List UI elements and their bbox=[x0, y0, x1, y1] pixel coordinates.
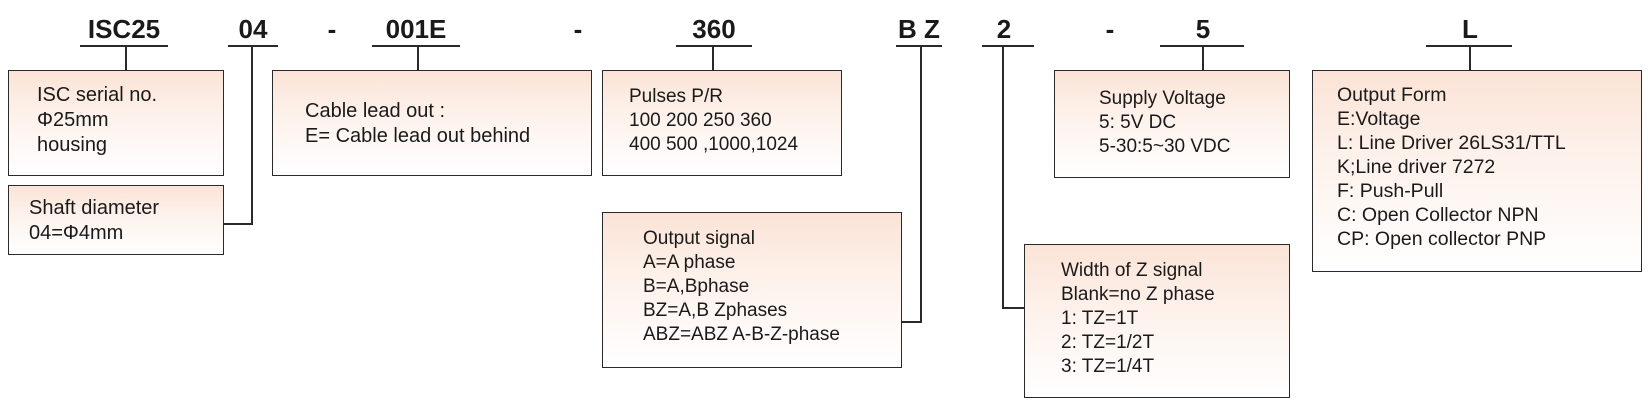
voltage-line: 5-30:5~30 VDC bbox=[1099, 136, 1231, 157]
code-dash-3: - bbox=[1105, 14, 1115, 44]
zwidth-line: Blank=no Z phase bbox=[1061, 284, 1215, 305]
serial-line: ISC serial no. bbox=[37, 84, 158, 106]
pulses-line: 400 500 ,1000,1024 bbox=[629, 134, 799, 155]
zwidth-box: Width of Z signal Blank=no Z phase 1: TZ… bbox=[1024, 244, 1290, 398]
output-line: E:Voltage bbox=[1337, 108, 1421, 130]
code-cable: 001E bbox=[385, 14, 447, 44]
code-series: ISC25 bbox=[87, 14, 161, 44]
voltage-box: Supply Voltage 5: 5V DC 5-30:5~30 VDC bbox=[1054, 70, 1290, 178]
signal-line: ABZ=ABZ A-B-Z-phase bbox=[643, 324, 840, 345]
code-zwidth: 2 bbox=[996, 14, 1012, 44]
pulses-box: Pulses P/R 100 200 250 360 400 500 ,1000… bbox=[602, 70, 842, 176]
connector-signal bbox=[902, 46, 922, 323]
output-line: F: Push-Pull bbox=[1337, 180, 1444, 202]
serial-box: ISC serial no. Φ25mm housing bbox=[8, 70, 224, 176]
signal-box: Output signal A=A phase B=A,Bphase BZ=A,… bbox=[602, 212, 902, 368]
cable-line: Cable lead out : bbox=[305, 100, 446, 122]
code-dash-2: - bbox=[573, 14, 583, 44]
code-output: L bbox=[1462, 14, 1478, 44]
zwidth-line: 2: TZ=1/2T bbox=[1061, 332, 1155, 353]
signal-line: BZ=A,B Zphases bbox=[643, 300, 788, 321]
output-box: Output Form E:Voltage L: Line Driver 26L… bbox=[1312, 70, 1642, 272]
pulses-line: 100 200 250 360 bbox=[629, 110, 772, 131]
code-dash-1: - bbox=[327, 14, 337, 44]
shaft-line: 04=Φ4mm bbox=[29, 222, 124, 244]
signal-line: A=A phase bbox=[643, 252, 736, 273]
connector-zwidth bbox=[1002, 46, 1024, 309]
code-voltage: 5 bbox=[1195, 14, 1211, 44]
shaft-line: Shaft diameter bbox=[29, 197, 160, 219]
connector-shaft bbox=[224, 46, 253, 225]
output-line: CP: Open collector PNP bbox=[1337, 228, 1547, 250]
pulses-line: Pulses P/R bbox=[629, 86, 723, 107]
output-line: Output Form bbox=[1337, 84, 1447, 106]
signal-line: B=A,Bphase bbox=[643, 276, 750, 297]
code-shaft: 04 bbox=[238, 14, 268, 44]
zwidth-line: Width of Z signal bbox=[1061, 260, 1203, 281]
code-pulses: 360 bbox=[692, 14, 736, 44]
zwidth-line: 1: TZ=1T bbox=[1061, 308, 1139, 329]
code-signal: B Z bbox=[898, 14, 940, 44]
cable-box: Cable lead out : E= Cable lead out behin… bbox=[272, 70, 592, 176]
voltage-line: Supply Voltage bbox=[1099, 88, 1226, 109]
serial-line: housing bbox=[37, 134, 108, 156]
output-line: K;Line driver 7272 bbox=[1337, 156, 1496, 178]
zwidth-line: 3: TZ=1/4T bbox=[1061, 356, 1155, 377]
serial-line: Φ25mm bbox=[37, 109, 109, 131]
signal-line: Output signal bbox=[643, 228, 755, 249]
output-line: C: Open Collector NPN bbox=[1337, 204, 1539, 226]
shaft-box: Shaft diameter 04=Φ4mm bbox=[8, 185, 224, 255]
voltage-line: 5: 5V DC bbox=[1099, 112, 1177, 133]
cable-line: E= Cable lead out behind bbox=[305, 125, 531, 147]
output-line: L: Line Driver 26LS31/TTL bbox=[1337, 132, 1566, 154]
